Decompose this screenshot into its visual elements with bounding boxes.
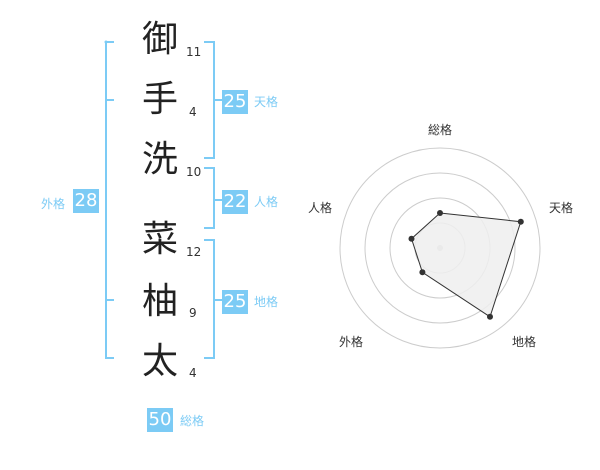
- name-char-1: 御: [141, 19, 178, 60]
- jinkaku-value: 22: [222, 190, 248, 214]
- gaikaku-value: 28: [73, 189, 99, 213]
- radar-polygon: [410, 212, 522, 318]
- radar-point-gaikaku: [419, 269, 426, 276]
- stroke-count-1: 11: [186, 45, 202, 59]
- radar-label-soukaku: 総格: [427, 123, 452, 137]
- radar-point-jinkaku: [408, 235, 415, 242]
- radar-label-tenkaku: 天格: [548, 201, 573, 215]
- radar-label-gaikaku: 外格: [338, 335, 363, 349]
- radar-label-chikaku: 地格: [511, 335, 536, 349]
- stroke-count-2: 4: [189, 105, 197, 119]
- stroke-count-6: 4: [189, 366, 197, 380]
- soukaku-value: 50: [147, 408, 173, 432]
- stroke-count-5: 9: [189, 306, 197, 320]
- tenkaku-bracket: [204, 41, 222, 159]
- radar-ring-3: [364, 172, 516, 324]
- radar-point-soukaku: [437, 210, 443, 216]
- jinkaku-bracket: [204, 167, 222, 229]
- radar-point-chikaku: [487, 313, 493, 320]
- jinkaku-label: 人格: [254, 195, 279, 209]
- name-char-2: 手: [141, 79, 178, 120]
- name-char-3: 洗: [141, 139, 178, 180]
- stroke-count-3: 10: [186, 165, 202, 179]
- stroke-count-4: 12: [186, 245, 202, 259]
- outer-bracket: [105, 41, 114, 359]
- tenkaku-value: 25: [222, 90, 248, 114]
- name-char-4: 菜: [141, 219, 178, 260]
- radar-ring-4: [339, 147, 541, 349]
- chikaku-bracket: [204, 239, 222, 359]
- name-char-6: 太: [141, 341, 178, 382]
- chikaku-value: 25: [222, 290, 248, 314]
- tenkaku-label: 天格: [254, 95, 279, 109]
- gaikaku-label: 外格: [41, 197, 66, 211]
- radar-point-tenkaku: [517, 218, 524, 225]
- soukaku-label: 総格: [180, 414, 205, 428]
- chikaku-label: 地格: [254, 295, 279, 309]
- radar-label-jinkaku: 人格: [307, 201, 332, 215]
- name-char-5: 柚: [141, 281, 178, 322]
